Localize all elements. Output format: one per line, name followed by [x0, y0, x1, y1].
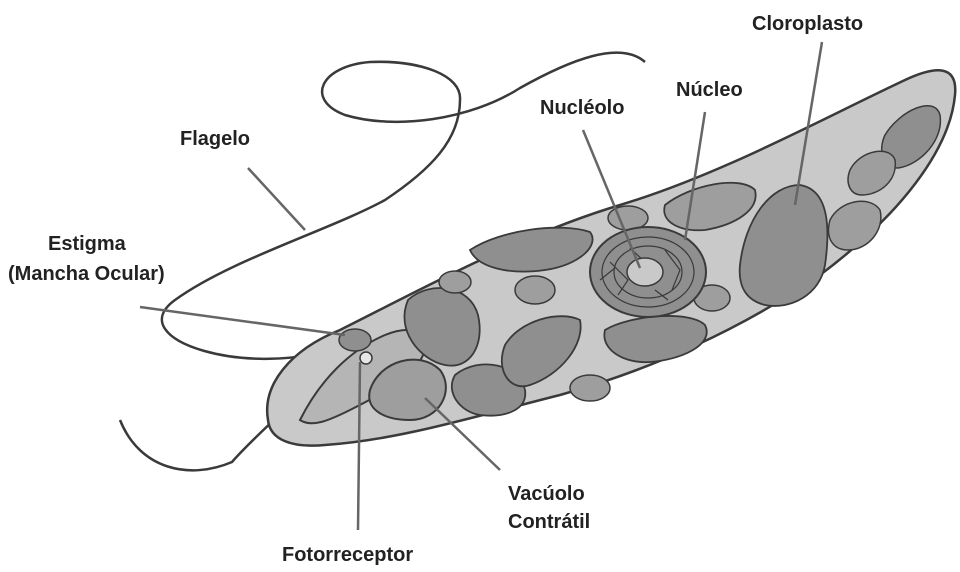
- nucleolus: [627, 258, 663, 286]
- leader-line-estigma: [140, 307, 345, 335]
- label-contratil: Contrátil: [508, 511, 590, 533]
- label-mancha-ocular: (Mancha Ocular): [8, 263, 165, 285]
- label-cloroplasto: Cloroplasto: [752, 13, 863, 35]
- photoreceptor-body: [360, 352, 372, 364]
- organelle-small-2: [439, 271, 471, 293]
- label-fotorreceptor: Fotorreceptor: [282, 544, 413, 566]
- label-vacuolo: Vacúolo: [508, 483, 585, 505]
- label-nucleolo: Nucléolo: [540, 97, 624, 119]
- label-nucleo: Núcleo: [676, 79, 743, 101]
- label-flagelo: Flagelo: [180, 128, 250, 150]
- stigma-eyespot: [339, 329, 371, 351]
- leader-line-flagelo: [248, 168, 305, 230]
- organelle-small-4: [570, 375, 610, 401]
- organelle-small-1: [515, 276, 555, 304]
- label-estigma: Estigma: [48, 233, 127, 255]
- chloroplast-5: [604, 316, 706, 362]
